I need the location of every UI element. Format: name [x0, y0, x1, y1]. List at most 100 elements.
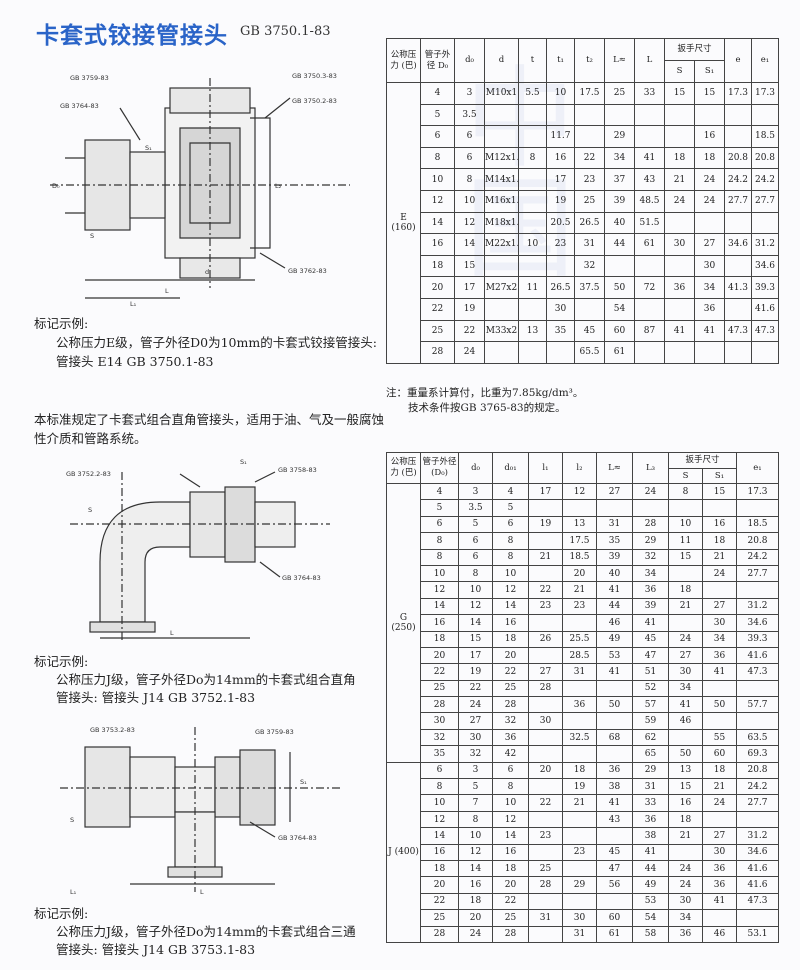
t1-header-e: e: [724, 38, 753, 83]
t1-cell: 24.2: [751, 168, 780, 191]
t1-header-s: S: [664, 60, 695, 83]
t2-cell: 18.5: [736, 515, 780, 534]
t2-cell: 16: [420, 843, 459, 861]
t1-cell: 21: [664, 168, 695, 191]
t1-cell: 19: [546, 189, 575, 213]
t2-cell: 16: [420, 614, 459, 632]
t1-cell: 24: [693, 189, 726, 213]
t2-cell: 15: [668, 548, 703, 566]
t1-cell: 17.3: [724, 82, 753, 105]
t1-cell: 22: [574, 146, 605, 170]
t2-cell: [528, 646, 563, 665]
t2-header-od: 管子外径 (D₀): [420, 452, 459, 484]
t2-cell: [668, 564, 703, 583]
t2-cell: 40: [596, 564, 633, 583]
t1-cell: [484, 341, 519, 364]
t2-cell: 52: [632, 679, 669, 698]
t2-cell: 19: [458, 663, 493, 681]
t2-cell: 60: [701, 745, 738, 763]
t2-cell: 55: [701, 728, 738, 747]
t2-cell: 30: [668, 892, 703, 911]
t1-cell: [634, 341, 665, 364]
t2-cell: 34.6: [736, 614, 780, 632]
t1-cell: 15: [664, 82, 695, 105]
t2-cell: 16: [701, 515, 738, 534]
t2-cell: 21: [562, 794, 597, 812]
t2-cell: 36: [596, 761, 633, 780]
dim-s1-b: S₁: [240, 458, 247, 466]
t2-cell: 22: [528, 581, 563, 599]
t1-cell: 45: [574, 319, 605, 343]
t1-cell: 41: [634, 146, 665, 170]
t1-cell: 40: [604, 211, 635, 235]
t2-cell: 13: [562, 515, 597, 534]
t2-cell: 65: [632, 745, 669, 763]
t2-cell: [596, 892, 633, 911]
label-gb3759: GB 3759-83: [70, 74, 109, 82]
t1-cell: [724, 297, 753, 321]
t1-cell: 37.5: [574, 276, 605, 299]
t1-cell: 28: [420, 341, 455, 364]
t2-cell: 29: [562, 876, 597, 894]
note-2: 技术条件按GB 3765-83的规定。: [408, 402, 566, 414]
t1-cell: 35: [546, 319, 575, 343]
t2-cell: [528, 925, 563, 943]
t2-cell: 28: [492, 925, 529, 943]
t2-cell: 23: [562, 597, 597, 616]
label-gb3764-b: GB 3764-83: [282, 574, 321, 582]
drawing-combined-elbow: GB 3752.2-83 GB 3758-83 GB 3764-83 S S₁ …: [60, 452, 360, 644]
t2-cell: [701, 810, 738, 829]
t2-cell: [562, 810, 597, 829]
t2-cell: [528, 745, 563, 763]
t2-cell: 16: [668, 794, 703, 812]
t2-cell: 20.8: [736, 761, 780, 780]
t1-cell: 14: [420, 211, 455, 235]
t2-cell: 34: [701, 630, 738, 648]
t2-cell: 8: [668, 482, 703, 501]
t1-cell: 18.5: [751, 125, 780, 148]
label-gb3750-3: GB 3750.3-83: [292, 72, 337, 80]
drawing-combined-elbow-svg: GB 3752.2-83 GB 3758-83 GB 3764-83 S S₁ …: [66, 458, 330, 642]
t2-cell: 43: [596, 810, 633, 829]
t1-header-s1: S₁: [693, 60, 726, 83]
t1-header-l: L: [634, 38, 665, 83]
drawing-combined-tee-svg: GB 3753.2-83 GB 3759-83 GB 3764-83 S S₁ …: [60, 726, 340, 896]
t1-cell: 14: [454, 233, 485, 256]
t2-cell: 36: [701, 646, 738, 665]
t2-cell: 12: [492, 810, 529, 829]
t2-cell: [528, 532, 563, 550]
t2-cell: 6: [492, 761, 529, 780]
t2-cell: 41: [701, 663, 738, 681]
t2-cell: 35: [596, 532, 633, 550]
t2-cell: 36: [632, 810, 669, 829]
t2-cell: 22: [420, 663, 459, 681]
label-gb3759-c: GB 3759-83: [255, 728, 294, 736]
t2-cell: 24.2: [736, 778, 780, 796]
t2-header-d01: d₀₁: [492, 452, 529, 484]
t1-cell: 30: [546, 297, 575, 321]
t1-cell: 54: [604, 297, 635, 321]
t2-cell: [736, 712, 780, 730]
t2-cell: 18: [458, 892, 493, 911]
t2-cell: [596, 499, 633, 517]
t2-cell: 21: [701, 778, 738, 796]
t1-cell: 20.8: [751, 146, 780, 170]
t2-cell: 25: [492, 909, 529, 927]
t2-cell: [736, 499, 780, 517]
t2-header-l3: L₃: [632, 452, 669, 484]
t2-cell: [701, 499, 738, 517]
t1-cell: [634, 103, 665, 127]
dim-s: S: [90, 232, 94, 240]
t2-cell: [562, 712, 597, 730]
t2-cell: [528, 892, 563, 911]
t1-cell: 30: [664, 233, 695, 256]
t1-header-od: 管子外径 D₀: [420, 38, 455, 83]
